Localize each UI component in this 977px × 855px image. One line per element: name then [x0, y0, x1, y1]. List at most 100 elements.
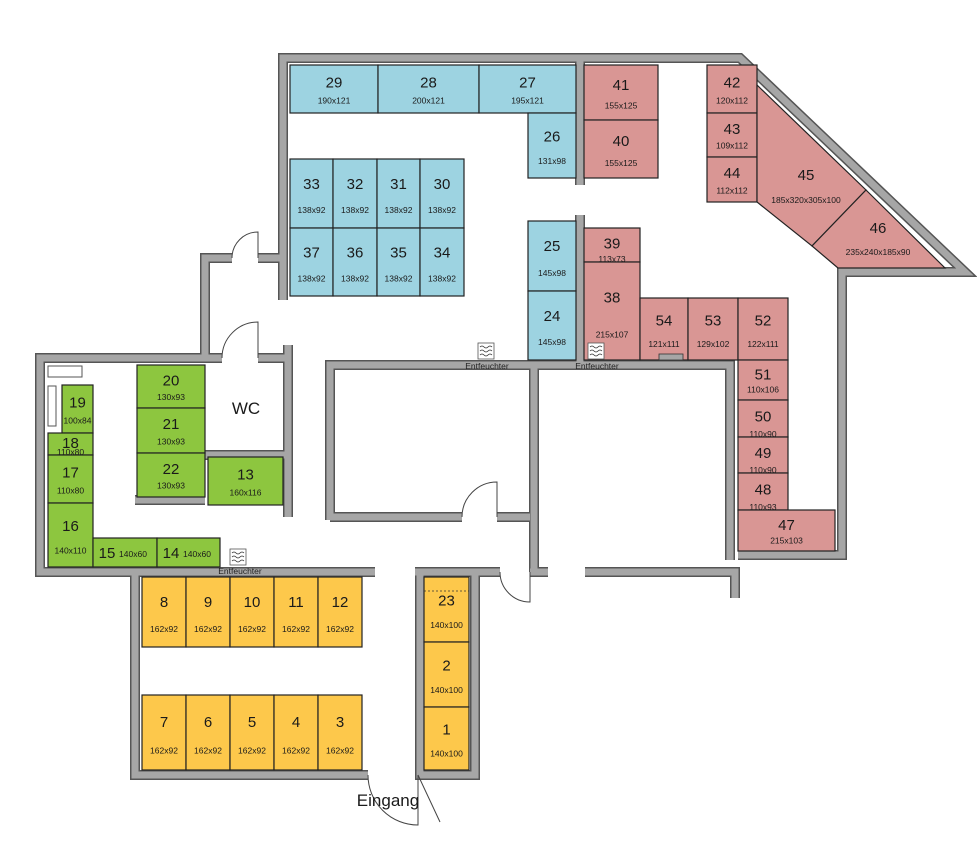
wave-icon [479, 349, 493, 353]
unit-shape [185, 694, 231, 771]
wave-icon [589, 349, 603, 353]
wave-icon [589, 345, 603, 349]
door [221, 321, 259, 359]
unit-number: 23 [438, 592, 455, 609]
unit-dimensions: 129x102 [697, 339, 730, 349]
wave-icon [479, 353, 493, 357]
unit-number: 25 [544, 238, 561, 255]
storage-unit-53[interactable]: 53 129x102 [687, 297, 739, 361]
unit-number: 43 [724, 121, 741, 138]
unit-dimensions: 195x121 [511, 96, 544, 106]
unit-dimensions: 110x90 [749, 429, 777, 439]
unit-number: 33 [303, 176, 320, 193]
storage-unit-12[interactable]: 12 162x92 [317, 576, 363, 648]
unit-dimensions: 162x92 [150, 746, 178, 756]
unit-dimensions: 162x92 [326, 624, 354, 634]
unit-dimensions: 110x106 [747, 385, 779, 395]
unit-number: 29 [326, 74, 343, 91]
unit-number: 39 [604, 235, 621, 252]
wall [416, 572, 479, 779]
fixture [47, 385, 57, 427]
door [461, 481, 498, 518]
unit-dimensions: 130x93 [157, 392, 185, 402]
unit-number: 54 [656, 312, 673, 329]
unit-number: 1 [442, 722, 450, 739]
unit-number: 38 [604, 289, 621, 306]
unit-shape [47, 454, 94, 504]
unit-number: 37 [303, 244, 320, 261]
unit-number: 24 [544, 308, 561, 325]
unit-dimensions: 138x92 [298, 205, 326, 215]
walls [35, 53, 977, 780]
unit-number: 12 [332, 594, 349, 611]
unit-dimensions: 110x90 [749, 465, 777, 475]
unit-number: 13 [237, 466, 254, 483]
unit-shape [273, 694, 319, 771]
wall [326, 361, 734, 560]
unit-shape [639, 297, 689, 361]
unit-dimensions: 138x92 [428, 205, 456, 215]
entrance-label: Eingang [357, 791, 419, 810]
wall [279, 54, 974, 559]
unit-number: 53 [705, 312, 722, 329]
wall [36, 354, 375, 576]
storage-unit-33[interactable]: 33 138x92 [289, 158, 334, 229]
unit-shape [706, 156, 758, 203]
storage-units: 29190x12128200x12127195x12126131x9833138… [47, 64, 947, 771]
unit-dimensions: 162x92 [238, 746, 266, 756]
unit-shape [207, 456, 284, 506]
unit-number: 35 [390, 244, 407, 261]
unit-shape [706, 64, 758, 114]
unit-dimensions: 162x92 [194, 624, 222, 634]
